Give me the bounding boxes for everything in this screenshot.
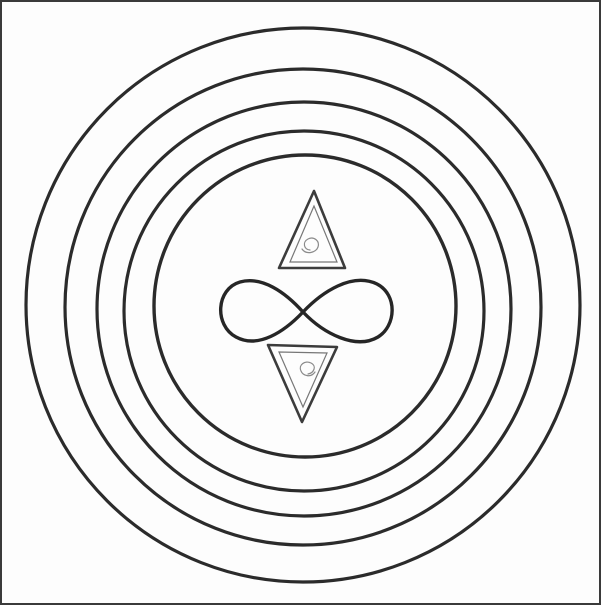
infinity-symbol-icon [221,280,392,341]
ring-outer-1 [26,28,580,582]
downward-triangle-icon [268,345,337,422]
upward-triangle-icon [279,191,345,268]
ring-outer-2 [65,69,541,545]
ring-inner [154,155,456,457]
spiral-icon-lower [300,362,315,376]
spiral-icon [302,238,318,253]
